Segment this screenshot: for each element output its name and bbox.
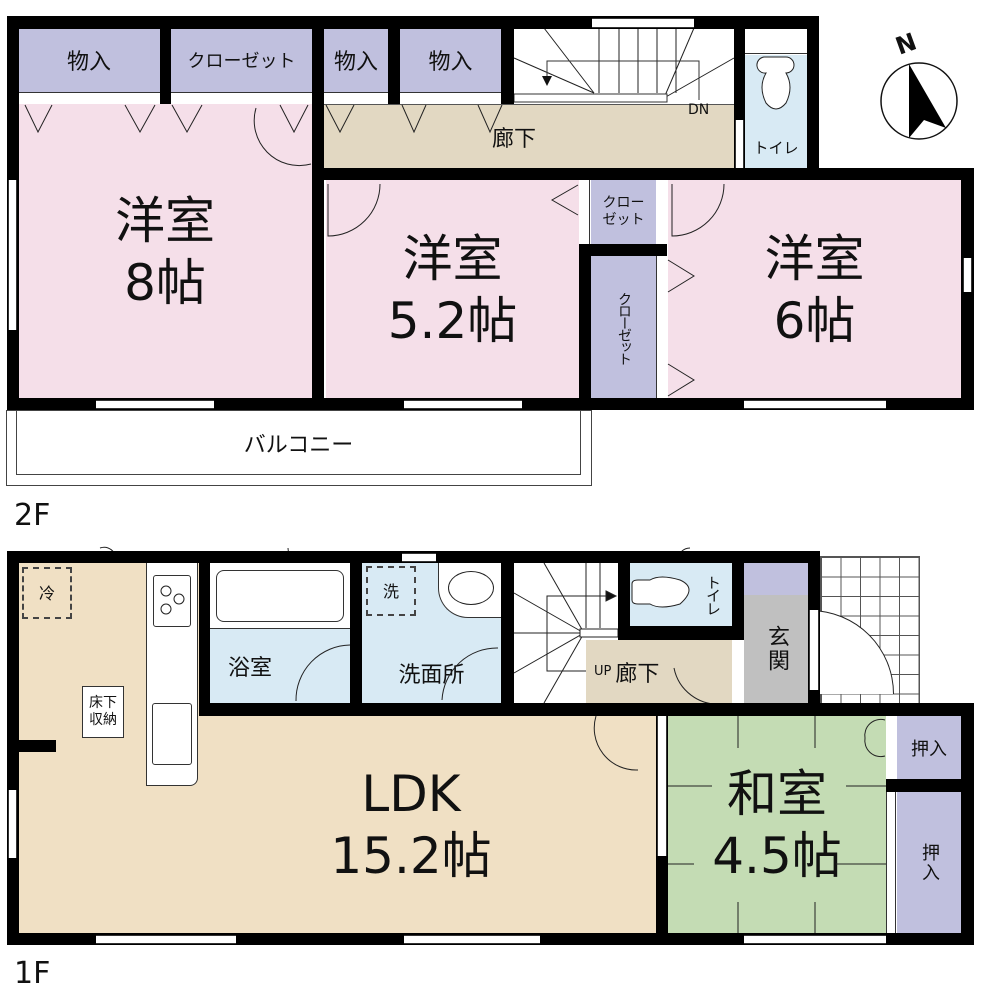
oshiire-door-strip [886,718,896,776]
western-room-8: 洋室 8帖 [18,104,312,400]
tatami-lines [668,716,886,933]
western-room-6: 洋室 6帖 [668,180,961,400]
storage-room-2: 物入 [324,28,388,92]
oshiire-1: 押入 [897,716,961,779]
kitchen-counter [146,563,198,786]
wall [18,740,56,752]
wall [312,168,974,180]
window [96,935,236,944]
staircase-2f [514,28,734,102]
hallway-2f: 廊下 [324,104,734,168]
compass: N [880,27,960,140]
storage-room-3: 物入 [400,28,501,92]
wall [160,28,171,104]
washer-space: 洗 [366,566,416,616]
bathroom: 浴室 [210,628,350,703]
wall [579,244,667,256]
window [657,716,667,856]
closet-door-strip [580,180,590,244]
stairs-icon-2f [513,27,735,103]
stove [153,575,191,627]
window [96,400,214,409]
entrance-door-opening [809,610,819,690]
closet-tall-door-strip [656,256,667,400]
closet-tall: クローゼット [591,256,656,400]
closet-top: クローゼット [171,28,312,92]
balcony-inner: バルコニー [16,411,581,475]
wall [199,563,210,715]
wall [734,28,745,168]
entrance-shoe-storage [744,563,808,595]
wall [388,28,400,104]
entrance: 玄関 [744,595,808,703]
wall [961,703,974,945]
storage-room-1: 物入 [18,28,160,92]
closet-small: クロー ゼット [591,180,656,244]
fridge-space: 冷 [22,567,72,619]
storage-door-strip-2 [324,92,501,104]
window [404,935,540,944]
stairs-down-label: DN [688,102,710,118]
bathtub [216,570,344,622]
window [8,790,17,858]
window [592,18,694,28]
closet-door-marks [24,104,725,397]
window [744,400,886,409]
wash-basin [438,563,501,618]
wall [579,244,591,410]
toilet-2f-entry [745,28,807,54]
floor-label-2f: 2F [14,498,51,533]
oshiire-2-door-strip [886,792,896,933]
oshiire-2: 押入 [897,792,961,933]
underfloor-storage: 床下 収納 [82,686,124,738]
floor-label-1f: 1F [14,956,51,991]
ldk-main: LDK 15.2帖 [146,716,656,933]
wall [618,563,630,640]
stove-burners-icon [160,585,185,615]
window [8,180,17,330]
stairs-icon-1f [513,562,619,704]
toilet-icon-1f [631,576,690,608]
basin-bowl [448,571,494,605]
window [404,400,522,409]
wall [501,563,514,703]
window [735,120,744,168]
wall [886,779,974,792]
kitchen-sink [152,703,192,765]
japanese-room: 和室 4.5帖 [668,716,886,933]
window [744,935,886,944]
compass-icon [880,62,958,140]
toilet-icon-2f [756,56,795,110]
wall [312,28,324,408]
window [402,553,436,562]
wall [618,626,742,640]
hallway-1f: UP 廊下 [586,640,732,703]
wall [807,16,819,180]
balcony: バルコニー [6,410,592,486]
wall [199,703,974,716]
wall [501,28,514,104]
wall [732,563,744,640]
window [963,258,972,292]
wall [350,563,362,703]
